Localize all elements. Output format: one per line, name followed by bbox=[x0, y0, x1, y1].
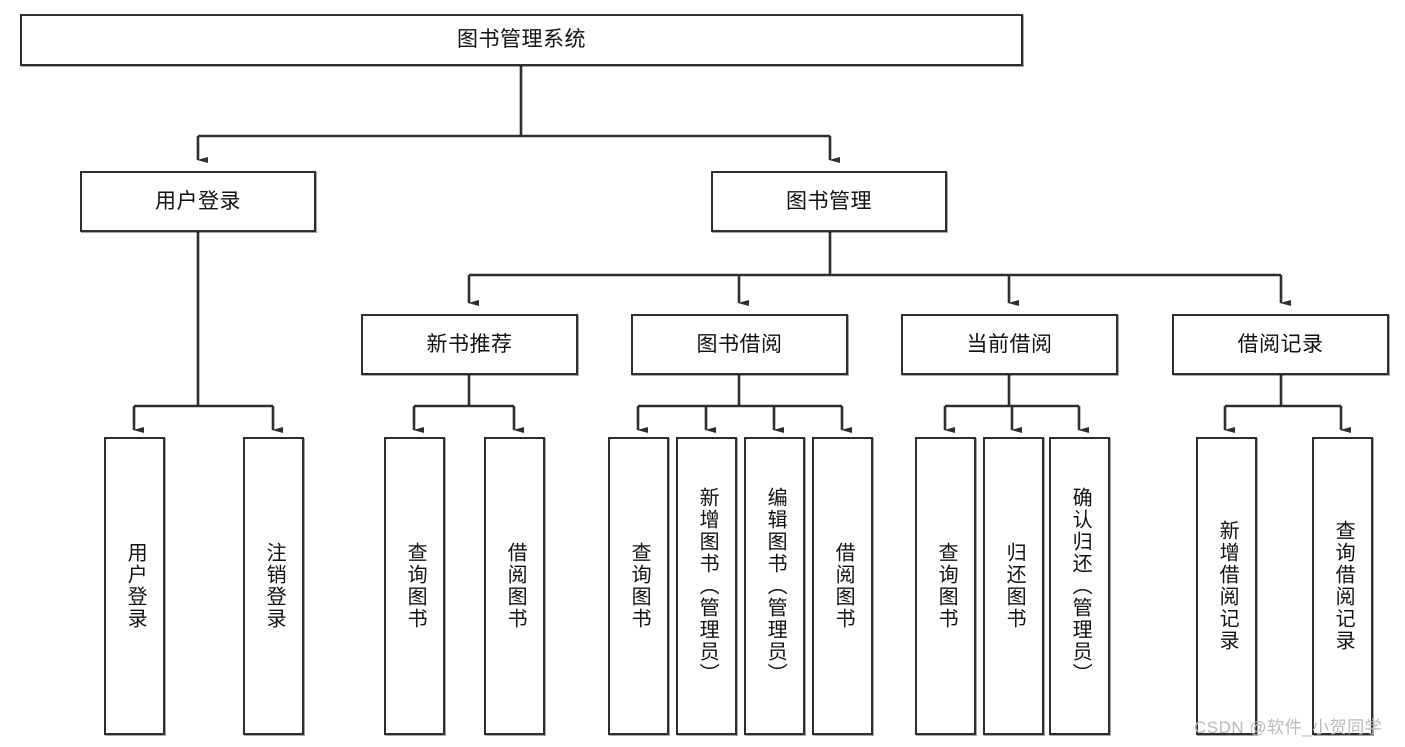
leaf-borrow-book[interactable]: 借阅图书 bbox=[812, 437, 873, 735]
node-label: 查询图书 bbox=[404, 542, 427, 630]
leaf-borrow-book-newbook[interactable]: 借阅图书 bbox=[484, 437, 545, 735]
csdn-watermark: CSDN @软件_小贺同学 bbox=[1194, 718, 1383, 737]
node-label: 图书管理 bbox=[786, 189, 872, 213]
node-current-borrow[interactable]: 当前借阅 bbox=[901, 314, 1118, 375]
node-new-book-recommend[interactable]: 新书推荐 bbox=[361, 314, 578, 375]
leaf-query-borrow-record[interactable]: 查询借阅记录 bbox=[1312, 437, 1373, 735]
node-label: 借阅图书 bbox=[504, 542, 527, 630]
node-label: 查询借阅记录 bbox=[1332, 520, 1355, 652]
leaf-edit-book-admin[interactable]: 编辑图书（管理员） bbox=[744, 437, 805, 735]
leaf-query-book-borrow[interactable]: 查询图书 bbox=[608, 437, 669, 735]
node-root-book-management-system[interactable]: 图书管理系统 bbox=[20, 14, 1023, 66]
node-label: 新增图书（管理员） bbox=[696, 487, 719, 685]
node-label: 借阅图书 bbox=[832, 542, 855, 630]
node-label: 新增借阅记录 bbox=[1216, 520, 1239, 652]
node-label: 借阅记录 bbox=[1237, 332, 1324, 356]
leaf-query-book-newbook[interactable]: 查询图书 bbox=[384, 437, 445, 735]
node-book-management[interactable]: 图书管理 bbox=[711, 171, 947, 232]
node-label: 新书推荐 bbox=[426, 332, 513, 356]
node-label: 归还图书 bbox=[1003, 542, 1026, 630]
node-label: 当前借阅 bbox=[966, 332, 1053, 356]
node-book-borrow[interactable]: 图书借阅 bbox=[631, 314, 848, 375]
node-label: 用户登录 bbox=[155, 189, 241, 213]
node-label: 图书借阅 bbox=[696, 332, 783, 356]
node-label: 查询图书 bbox=[628, 542, 651, 630]
node-label: 注销登录 bbox=[263, 542, 286, 630]
leaf-add-book-admin[interactable]: 新增图书（管理员） bbox=[676, 437, 737, 735]
leaf-logout[interactable]: 注销登录 bbox=[243, 437, 304, 735]
node-label: 编辑图书（管理员） bbox=[764, 487, 787, 685]
leaf-user-login[interactable]: 用户登录 bbox=[104, 437, 165, 735]
leaf-add-borrow-record[interactable]: 新增借阅记录 bbox=[1196, 437, 1257, 735]
node-label: 用户登录 bbox=[124, 542, 147, 630]
leaf-return-book[interactable]: 归还图书 bbox=[983, 437, 1044, 735]
node-label: 图书管理系统 bbox=[457, 28, 586, 52]
node-borrow-record[interactable]: 借阅记录 bbox=[1172, 314, 1389, 375]
node-user-login[interactable]: 用户登录 bbox=[80, 171, 316, 232]
node-label: 确认归还（管理员） bbox=[1069, 487, 1092, 685]
node-label: 查询图书 bbox=[935, 542, 958, 630]
leaf-query-book-current[interactable]: 查询图书 bbox=[915, 437, 976, 735]
leaf-confirm-return-admin[interactable]: 确认归还（管理员） bbox=[1049, 437, 1110, 735]
